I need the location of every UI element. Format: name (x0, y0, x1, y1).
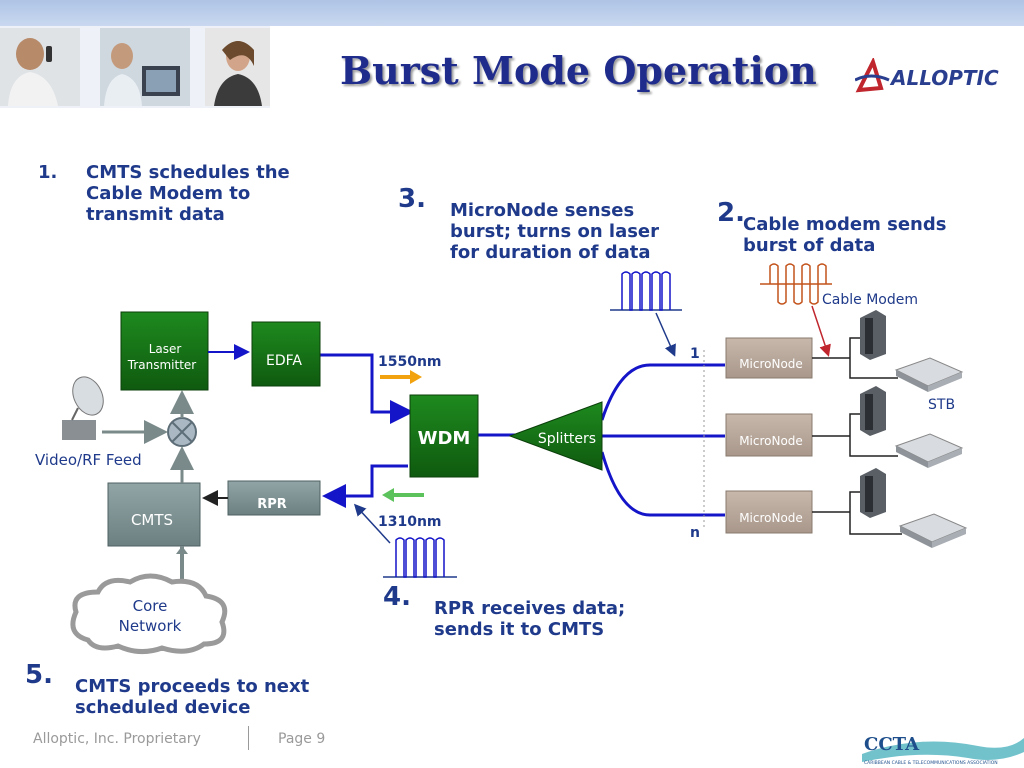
coax-lines (812, 337, 902, 535)
cmts-box (107, 482, 201, 547)
splitters-label: Splitters (538, 431, 596, 447)
step-2-number: 2. (717, 198, 745, 228)
cable-modem-send-arrow (811, 305, 831, 357)
step-4-text: RPR receives data; sends it to CMTS (434, 598, 626, 640)
step-5-text: CMTS proceeds to next scheduled device (75, 676, 310, 718)
micronode-label-3: MicroNode (739, 511, 803, 525)
cable-modem-label: Cable Modem (822, 292, 918, 308)
stb-icon-2 (894, 433, 964, 468)
cable-modem-icon-2 (860, 386, 886, 436)
micronode-label-2: MicroNode (739, 434, 803, 448)
micronode-sense-arrow (655, 312, 676, 357)
footer-proprietary: Alloptic, Inc. Proprietary (33, 731, 201, 747)
micronode-box-3 (725, 490, 813, 534)
footer-separator (248, 726, 249, 750)
cable-modem-icon-1 (860, 310, 886, 360)
branch-last-label: n (690, 525, 700, 541)
step-1-number: 1. (38, 162, 58, 183)
laser-transmitter-label-1: Laser (149, 342, 182, 356)
wavelength-1550-label: 1550nm (378, 354, 442, 370)
burst-pulse-cable-modem (760, 263, 832, 305)
cmts-label: CMTS (131, 511, 173, 529)
branch-first-label: 1 (690, 346, 700, 362)
photo-woman-headset (205, 28, 270, 106)
step-5-number: 5. (25, 660, 53, 690)
step-1-text: CMTS schedules the Cable Modem to transm… (86, 162, 290, 225)
header-photos (0, 26, 270, 108)
video-rf-feed-label: Video/RF Feed (35, 451, 142, 469)
slide-title: Burst Mode Operation (340, 48, 817, 93)
upstream-arrow-icon (382, 488, 394, 502)
core-network-label-2: Network (119, 617, 182, 635)
wdm-box (409, 394, 479, 478)
rpr-label: RPR (257, 497, 287, 512)
micronode-box-2 (725, 413, 813, 457)
core-network-label-1: Core (133, 597, 168, 615)
step-3-text: MicroNode senses burst; turns on laser f… (450, 200, 660, 263)
burst-pulse-upstream-rpr (383, 537, 457, 578)
edfa-box (251, 321, 321, 387)
downstream-arrow-icon (410, 370, 422, 384)
footer-page-number: Page 9 (278, 731, 326, 747)
micronode-box-1 (725, 337, 813, 379)
laser-transmitter-box (120, 311, 209, 391)
micronode-label-1: MicroNode (739, 357, 803, 371)
alloptic-logo: ALLOPTIC (855, 58, 999, 93)
photo-office-man (100, 28, 190, 106)
rpr-box (227, 480, 321, 516)
cable-modem-icon-3 (860, 468, 886, 518)
stb-icon-1 (894, 357, 964, 392)
ccta-logo-subtext: CARIBBEAN CABLE & TELECOMMUNICATIONS ASS… (864, 760, 998, 766)
photo-woman-phone (0, 28, 80, 106)
burst-pulse-micronode (610, 271, 682, 311)
stb-icon-3 (898, 513, 968, 548)
wavelength-1310-label: 1310nm (378, 514, 442, 530)
ccta-logo: CCTA CARIBBEAN CABLE & TELECOMMUNICATION… (862, 734, 1024, 766)
core-network-cloud (70, 573, 228, 654)
alloptic-logo-text: ALLOPTIC (889, 66, 999, 90)
splitters-triangle (508, 401, 603, 471)
satellite-dish-icon (62, 376, 104, 440)
ccta-logo-text: CCTA (864, 734, 920, 755)
laser-transmitter-label-2: Transmitter (127, 358, 197, 372)
edfa-label: EDFA (266, 353, 302, 369)
stb-label: STB (928, 397, 955, 413)
step-4-number: 4. (383, 582, 411, 612)
wdm-label: WDM (418, 428, 471, 449)
step-2-text: Cable modem sends burst of data (743, 214, 947, 256)
step-3-number: 3. (398, 184, 426, 214)
top-banner (0, 0, 1024, 26)
